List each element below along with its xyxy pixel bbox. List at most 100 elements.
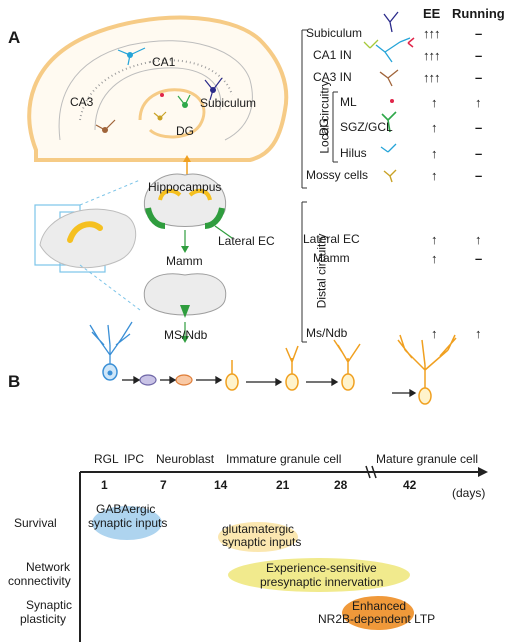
mamm-label: Mamm bbox=[166, 254, 203, 268]
ms-ndb-label: MS/Ndb bbox=[164, 328, 208, 342]
ee-value-mamm: ↑ bbox=[431, 251, 437, 266]
ca1-row-icon-2 bbox=[363, 39, 379, 49]
ee-value-ml: ↑ bbox=[431, 95, 437, 110]
running-value-ca3: – bbox=[475, 70, 482, 85]
lateral-ec-label: Lateral EC bbox=[218, 234, 275, 248]
ee-value-ca1: ↑↑↑ bbox=[423, 48, 440, 63]
exp-text-1: Experience-sensitive bbox=[266, 561, 377, 575]
running-value-ca1: – bbox=[475, 48, 482, 63]
stage-ipc: IPC bbox=[124, 452, 145, 466]
immature-cell-icon-1 bbox=[225, 360, 239, 391]
coronal-section-2-icon bbox=[143, 273, 227, 343]
day-tick-1: 1 bbox=[101, 478, 108, 492]
ee-value-sgz: ↑ bbox=[431, 120, 437, 135]
running-value-ml: ↑ bbox=[475, 95, 481, 110]
row-label-hilus: Hilus bbox=[340, 146, 367, 160]
running-value-subiculum: – bbox=[475, 26, 482, 41]
ee-value-msndb: ↑ bbox=[431, 326, 437, 341]
row-label-msndb: Ms/Ndb bbox=[306, 326, 348, 340]
lineage-arrows bbox=[122, 375, 417, 398]
immature-cell-icon-3 bbox=[333, 339, 361, 391]
row-network-2: connectivity bbox=[8, 574, 71, 588]
day-tick-14: 14 bbox=[214, 478, 228, 492]
subiculum-label: Subiculum bbox=[200, 96, 257, 110]
row-synaptic-2: plasticity bbox=[20, 612, 67, 626]
running-value-hilus: – bbox=[475, 146, 482, 161]
running-value-lateral-ec: ↑ bbox=[475, 232, 481, 247]
glut-text-1: glutamatergic bbox=[222, 522, 295, 536]
exp-text-2: presynaptic innervation bbox=[260, 575, 384, 589]
ca1-row-icon bbox=[375, 37, 411, 63]
ee-value-ca3: ↑↑↑ bbox=[423, 70, 440, 85]
ml-row-icon bbox=[390, 99, 394, 103]
mossy-cell-icon bbox=[153, 111, 167, 121]
ipc-cell-icon bbox=[139, 374, 157, 386]
day-tick-21: 21 bbox=[276, 478, 290, 492]
ca1-neuron-icon bbox=[117, 47, 146, 66]
sagittal-brain-icon bbox=[34, 179, 141, 311]
subiculum-row-icon bbox=[383, 11, 399, 33]
rgl-cell-icon bbox=[89, 321, 133, 381]
ca1-row-icon-3 bbox=[407, 37, 415, 48]
row-network-1: Network bbox=[26, 560, 71, 574]
ca3-row-icon bbox=[379, 69, 399, 87]
days-unit-label: (days) bbox=[452, 486, 486, 500]
ee-value-subiculum: ↑↑↑ bbox=[423, 26, 440, 41]
gaba-text-1: GABAergic bbox=[96, 502, 156, 516]
ca3-neuron-icon bbox=[95, 119, 116, 133]
row-label-lateral-ec: Lateral EC bbox=[303, 232, 360, 246]
row-label-subiculum: Subiculum bbox=[306, 26, 363, 40]
stage-rgl: RGL bbox=[94, 452, 119, 466]
ca1-label: CA1 bbox=[152, 55, 176, 69]
row-synaptic-1: Synaptic bbox=[26, 598, 73, 612]
panel-b-letter: B bbox=[8, 372, 21, 391]
sgz-row-icon bbox=[381, 111, 397, 133]
row-label-ca1: CA1 IN bbox=[313, 48, 352, 62]
neuroblast-cell-icon bbox=[175, 374, 193, 386]
hilus-row-icon bbox=[380, 143, 397, 153]
timeline-axis bbox=[79, 465, 488, 642]
running-value-mossy: – bbox=[475, 168, 482, 183]
panel-a-letter: A bbox=[8, 28, 21, 47]
ca3-label: CA3 bbox=[70, 95, 94, 109]
gaba-text-2: synaptic inputs bbox=[88, 516, 168, 530]
running-header: Running bbox=[452, 6, 505, 21]
local-circuitry-label: Local circuitry bbox=[317, 80, 332, 154]
running-value-mamm: – bbox=[475, 251, 482, 266]
subiculum-neuron-icon bbox=[204, 77, 223, 101]
ee-value-mossy: ↑ bbox=[431, 168, 437, 183]
glut-blob bbox=[218, 522, 298, 552]
row-label-mossy: Mossy cells bbox=[306, 168, 369, 182]
stage-immature: Immature granule cell bbox=[226, 452, 342, 466]
day-tick-42: 42 bbox=[403, 478, 417, 492]
coronal-section-1-icon bbox=[143, 173, 233, 253]
dg-label: DG bbox=[176, 124, 194, 138]
mature-cell-icon bbox=[397, 334, 457, 405]
row-survival: Survival bbox=[14, 516, 57, 530]
ltp-blob bbox=[342, 596, 414, 630]
ee-value-lateral-ec: ↑ bbox=[431, 232, 437, 247]
ml-cell-icon bbox=[160, 93, 164, 97]
hippocampus-label: Hippocampus bbox=[148, 180, 222, 194]
ee-value-hilus: ↑ bbox=[431, 146, 437, 161]
immature-cell-icon-2 bbox=[285, 345, 299, 391]
gaba-blob bbox=[92, 506, 162, 540]
day-tick-28: 28 bbox=[334, 478, 348, 492]
ltp-text-2: NR2B-dependent LTP bbox=[318, 612, 436, 626]
stage-neuroblast: Neuroblast bbox=[156, 452, 215, 466]
running-value-msndb: ↑ bbox=[475, 326, 481, 341]
row-label-sgz: SGZ/GCL bbox=[340, 120, 393, 134]
dg-neuron-icon bbox=[177, 94, 191, 108]
row-label-ml: ML bbox=[340, 95, 357, 109]
glut-text-2: synaptic inputs bbox=[222, 535, 302, 549]
running-value-sgz: – bbox=[475, 120, 482, 135]
mossy-row-icon bbox=[383, 169, 397, 183]
day-tick-7: 7 bbox=[160, 478, 167, 492]
ee-header: EE bbox=[423, 6, 441, 21]
dg-group-label: DG bbox=[317, 118, 331, 136]
ltp-text-1: Enhanced bbox=[352, 599, 407, 613]
stage-mature: Mature granule cell bbox=[376, 452, 479, 466]
row-label-mamm: Mamm bbox=[313, 251, 350, 265]
exp-blob bbox=[228, 558, 410, 592]
